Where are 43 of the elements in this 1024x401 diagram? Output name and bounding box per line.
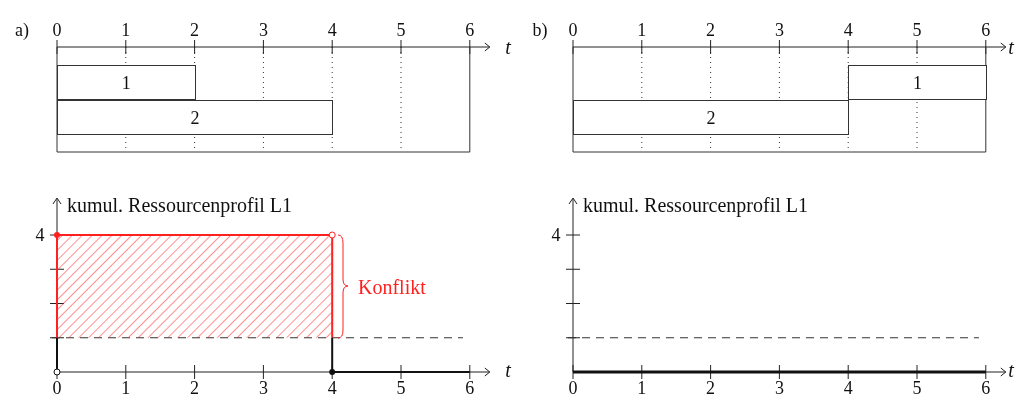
tick-label: 6 bbox=[981, 21, 991, 39]
tick-label: 4 bbox=[35, 226, 45, 244]
tick-label: 1 bbox=[637, 379, 647, 397]
tick-label: 3 bbox=[774, 379, 784, 397]
tick-label: 5 bbox=[396, 379, 406, 397]
task-bar: 1 bbox=[848, 65, 987, 100]
tick-label: 5 bbox=[912, 379, 922, 397]
task-bar: 1 bbox=[57, 65, 196, 100]
tick-label: 6 bbox=[465, 379, 475, 397]
conflict-label: Konflikt bbox=[358, 277, 426, 297]
tick-label: 4 bbox=[327, 379, 337, 397]
tick-label: 3 bbox=[258, 379, 268, 397]
tick-label: 4 bbox=[843, 379, 853, 397]
tick-label: 0 bbox=[52, 379, 62, 397]
tick-label: 1 bbox=[637, 21, 647, 39]
tick-label: 5 bbox=[396, 21, 406, 39]
tick-label: 0 bbox=[52, 21, 62, 39]
chart-title: kumul. Ressourcenprofil L1 bbox=[67, 195, 292, 215]
tick-label: 2 bbox=[706, 379, 716, 397]
tick-label: 4 bbox=[327, 21, 337, 39]
task-bar: 2 bbox=[57, 100, 334, 135]
tick-label: 2 bbox=[706, 21, 716, 39]
tick-label: 3 bbox=[258, 21, 268, 39]
tick-label: 6 bbox=[981, 379, 991, 397]
tick-label: 3 bbox=[774, 21, 784, 39]
tick-label: 2 bbox=[190, 21, 200, 39]
axis-title: t bbox=[1008, 37, 1014, 57]
axis-title: t bbox=[505, 360, 511, 380]
tick-label: 6 bbox=[465, 21, 475, 39]
panel-label: a) bbox=[15, 21, 29, 39]
tick-label: 5 bbox=[912, 21, 922, 39]
tick-label: 4 bbox=[843, 21, 853, 39]
tick-label: 0 bbox=[568, 21, 578, 39]
tick-label: 1 bbox=[121, 379, 131, 397]
tick-label: 0 bbox=[568, 379, 578, 397]
panel-label: b) bbox=[532, 21, 548, 39]
axis-title: t bbox=[505, 37, 511, 57]
tick-label: 4 bbox=[551, 226, 561, 244]
axis-title: t bbox=[1008, 360, 1014, 380]
tick-label: 1 bbox=[121, 21, 131, 39]
chart-title: kumul. Ressourcenprofil L1 bbox=[583, 195, 808, 215]
task-bar: 2 bbox=[573, 100, 850, 135]
tick-label: 2 bbox=[190, 379, 200, 397]
